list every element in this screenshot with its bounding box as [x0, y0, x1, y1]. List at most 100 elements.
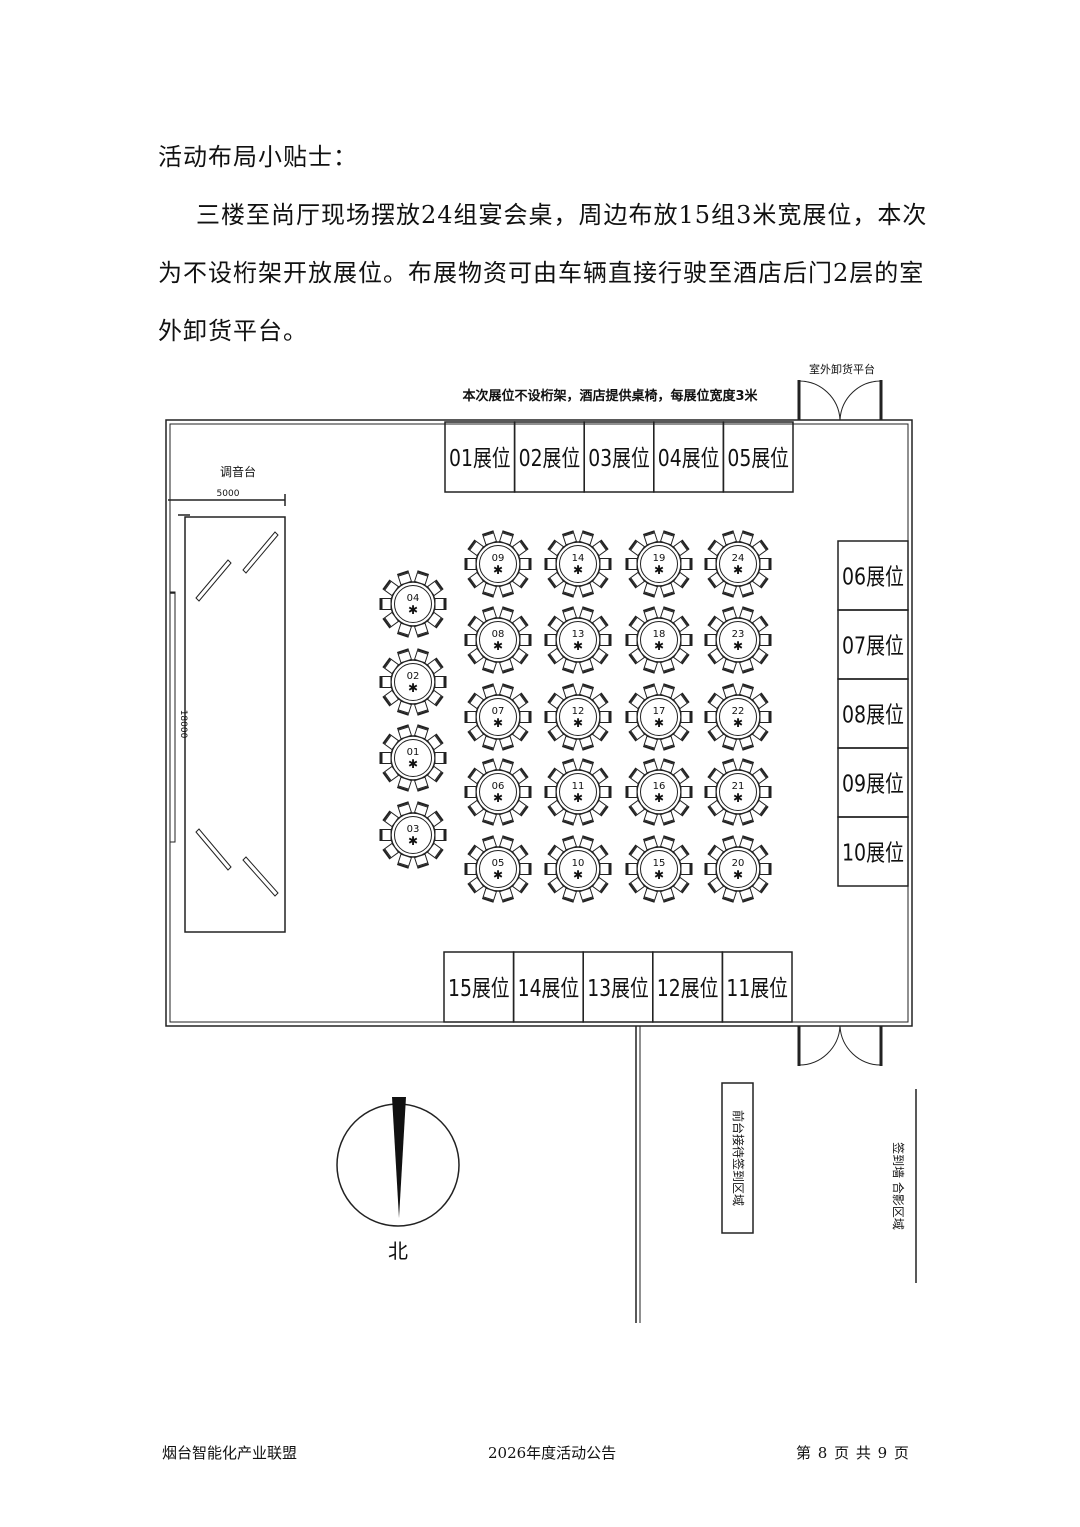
chair — [382, 689, 400, 707]
banquet-table: 17✱ — [625, 683, 693, 751]
chair — [625, 711, 638, 723]
chair — [672, 615, 690, 633]
stage-lights — [195, 531, 279, 897]
chair — [672, 571, 690, 589]
chair — [481, 735, 498, 751]
star-icon: ✱ — [573, 563, 583, 577]
chair — [382, 733, 400, 751]
footer-title: 2026年度活动公告 — [488, 1444, 617, 1462]
banquet-table: 04✱ — [379, 570, 447, 638]
chair — [759, 558, 772, 570]
chair — [672, 876, 690, 894]
booth: 07展位 — [837, 609, 909, 680]
chair — [642, 758, 659, 774]
chair — [396, 570, 413, 586]
banquet-table: 19✱ — [625, 530, 693, 598]
reception-desk — [721, 1082, 754, 1234]
chair — [591, 767, 609, 785]
star-icon: ✱ — [654, 716, 664, 730]
booth: 10展位 — [837, 816, 909, 887]
chair — [413, 801, 430, 817]
chair — [659, 835, 676, 851]
chair — [511, 876, 529, 894]
star-icon: ✱ — [493, 563, 503, 577]
booth: 02展位 — [513, 421, 585, 493]
chair — [413, 724, 430, 740]
chair — [721, 887, 738, 903]
banquet-table: 21✱ — [704, 758, 772, 826]
table-number: 13 — [572, 629, 585, 640]
chair — [547, 724, 565, 742]
table-number: 07 — [492, 706, 505, 717]
stage — [184, 516, 286, 933]
star-icon: ✱ — [408, 681, 418, 695]
chair — [413, 853, 430, 869]
chair — [396, 801, 413, 817]
chair — [578, 835, 595, 851]
chair — [434, 598, 447, 610]
mixing-desk-label: 调音台 — [220, 464, 256, 479]
chair — [464, 711, 477, 723]
chair — [434, 676, 447, 688]
booth-label: 09展位 — [842, 772, 904, 798]
chair — [738, 582, 755, 598]
booth-label: 11展位 — [726, 976, 788, 1002]
chair — [628, 647, 646, 665]
chair — [561, 658, 578, 674]
chair — [759, 863, 772, 875]
table-number: 02 — [407, 671, 420, 682]
chair — [751, 844, 769, 862]
chair — [511, 767, 529, 785]
chair — [625, 558, 638, 570]
chair — [707, 876, 725, 894]
chair — [599, 786, 612, 798]
star-icon: ✱ — [493, 639, 503, 653]
banquet-table: 12✱ — [544, 683, 612, 751]
banquet-table: 02✱ — [379, 648, 447, 716]
banquet-table: 10✱ — [544, 835, 612, 903]
chair — [659, 683, 676, 699]
chair — [382, 579, 400, 597]
chair — [759, 634, 772, 646]
booth-label: 10展位 — [842, 841, 904, 867]
star-icon: ✱ — [493, 716, 503, 730]
chair — [591, 539, 609, 557]
chair — [628, 724, 646, 742]
chair — [519, 863, 532, 875]
chair — [561, 887, 578, 903]
star-icon: ✱ — [573, 716, 583, 730]
chair — [498, 758, 515, 774]
chair — [434, 829, 447, 841]
chair — [547, 615, 565, 633]
table-number: 01 — [407, 747, 420, 758]
chair — [628, 571, 646, 589]
photo-area-label: 签到墙 合影区域 — [891, 1142, 906, 1230]
star-icon: ✱ — [408, 603, 418, 617]
table-number: 17 — [653, 706, 666, 717]
star-icon: ✱ — [654, 639, 664, 653]
table-number: 24 — [732, 553, 745, 564]
chair — [628, 615, 646, 633]
chair — [464, 634, 477, 646]
chair — [547, 876, 565, 894]
chair — [672, 647, 690, 665]
chair — [498, 887, 515, 903]
chair — [721, 735, 738, 751]
chair — [751, 539, 769, 557]
star-icon: ✱ — [733, 868, 743, 882]
chair — [672, 692, 690, 710]
chair — [481, 758, 498, 774]
unloading-platform-label: 室外卸货平台 — [809, 362, 875, 376]
table-number: 05 — [492, 858, 505, 869]
chair — [481, 887, 498, 903]
chair — [591, 692, 609, 710]
chair — [544, 863, 557, 875]
chair — [498, 835, 515, 851]
chair — [738, 887, 755, 903]
chair — [738, 658, 755, 674]
chair — [704, 711, 717, 723]
booth-label: 01展位 — [449, 446, 511, 472]
chair — [396, 853, 413, 869]
booth-label: 07展位 — [842, 634, 904, 660]
